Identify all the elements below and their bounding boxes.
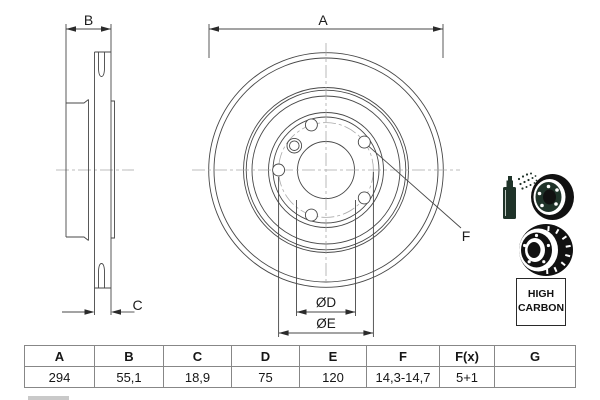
dimension-b: B	[66, 12, 111, 32]
dimension-d: ØD	[296, 200, 356, 316]
value-e: 120	[299, 366, 367, 388]
dim-a-label: A	[318, 12, 328, 28]
dim-b-label: B	[84, 12, 93, 28]
value-fx: 5+1	[439, 366, 495, 388]
dimension-c: C	[62, 297, 143, 315]
dim-d-label: ØD	[316, 295, 337, 310]
bottom-gray-bar	[28, 396, 69, 400]
dimension-e: ØE	[278, 172, 374, 337]
front-view: A ØD ØE F	[192, 12, 470, 337]
dim-e-label: ØE	[316, 316, 336, 331]
dim-f-label: F	[462, 228, 471, 244]
dimension-a: A	[208, 12, 444, 58]
dim-c-label: C	[132, 297, 142, 313]
table-value-row: 294 55,1 18,9 75 120 14,3-14,7 5+1	[24, 366, 576, 388]
value-c: 18,9	[163, 366, 232, 388]
technical-drawing: B C	[56, 12, 574, 337]
value-b: 55,1	[94, 366, 164, 388]
col-header-d: D	[231, 345, 300, 367]
bolt-holes	[272, 118, 371, 222]
dimension-f: F	[368, 145, 471, 244]
col-header-fx: F(x)	[439, 345, 495, 367]
col-header-c: C	[163, 345, 232, 367]
col-header-f: F	[366, 345, 440, 367]
col-header-e: E	[299, 345, 367, 367]
col-header-g: G	[494, 345, 576, 367]
value-f: 14,3-14,7	[366, 366, 440, 388]
value-g	[494, 366, 576, 388]
col-header-b: B	[94, 345, 164, 367]
high-carbon-badge: HIGH CARBON	[516, 278, 566, 326]
side-view-cross-section: B C	[56, 12, 143, 315]
spray-coating-disc-icon	[503, 172, 574, 220]
locating-pin-hole	[286, 137, 303, 154]
vented-brake-disc-icon	[519, 224, 573, 276]
dimensions-table: A B C D E F F(x) G 294 55,1 18,9 75 120 …	[24, 345, 576, 388]
value-a: 294	[24, 366, 95, 388]
col-header-a: A	[24, 345, 95, 367]
high-carbon-label: HIGH CARBON	[517, 288, 565, 314]
table-header-row: A B C D E F F(x) G	[24, 345, 576, 367]
value-d: 75	[231, 366, 300, 388]
